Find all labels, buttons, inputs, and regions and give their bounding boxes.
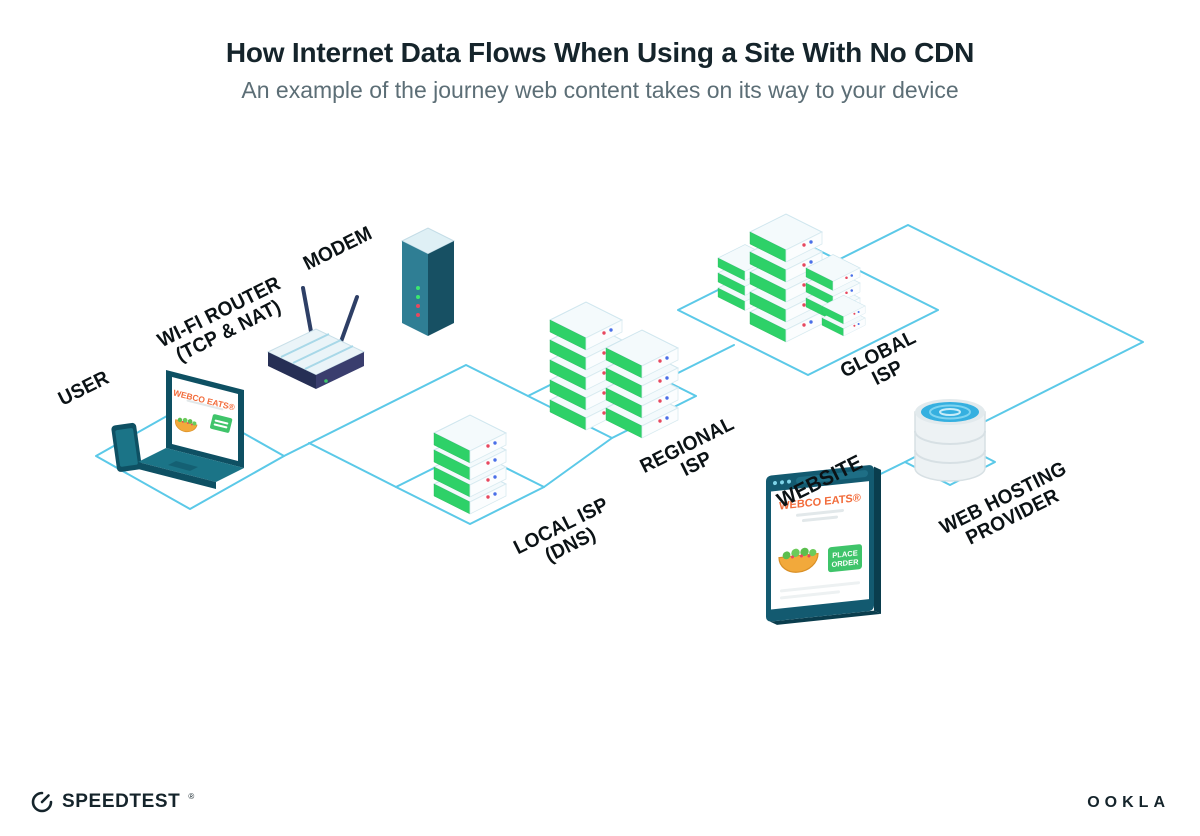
laptop-keyboard bbox=[138, 448, 244, 482]
branch-to-local-isp-line bbox=[308, 442, 397, 488]
router-front-right bbox=[316, 352, 364, 389]
modem-front bbox=[402, 241, 428, 336]
global-to-hosting-line bbox=[837, 224, 1144, 440]
modem-icon bbox=[400, 227, 456, 336]
place-order-button: PLACE ORDER bbox=[828, 544, 862, 573]
wifi-router-icon bbox=[266, 286, 366, 389]
router-front-left bbox=[268, 352, 316, 389]
svg-text:PLACE: PLACE bbox=[832, 548, 857, 560]
modem-side bbox=[428, 241, 454, 336]
page-title: How Internet Data Flows When Using a Sit… bbox=[225, 37, 975, 68]
ookla-logo: OOKLA bbox=[1087, 794, 1170, 811]
phone-icon bbox=[111, 422, 142, 472]
local-isp-servers-icon bbox=[433, 414, 507, 515]
svg-text:ORDER: ORDER bbox=[831, 557, 859, 569]
website-browser-icon: WEBCO EATS® PLACE ORDER bbox=[766, 465, 881, 625]
browser-url-bar bbox=[796, 470, 868, 484]
local-to-regional-line bbox=[543, 437, 613, 488]
speedtest-gauge-icon bbox=[31, 791, 53, 813]
laptop-order-button bbox=[210, 414, 233, 433]
laptop-base-edge bbox=[138, 462, 216, 489]
speedtest-logo: SPEEDTEST ® bbox=[30, 790, 194, 814]
laptop-screen bbox=[172, 377, 238, 461]
database-icon bbox=[914, 399, 986, 482]
global-isp-servers-icon bbox=[717, 213, 866, 343]
speedtest-trademark: ® bbox=[188, 791, 195, 801]
laptop-icon: WEBCO EATS® bbox=[111, 370, 244, 489]
user-to-regional-line bbox=[283, 364, 529, 457]
page-subtitle: An example of the journey web content ta… bbox=[241, 77, 959, 103]
laptop-trackpad bbox=[168, 461, 198, 471]
regional-isp-servers-icon bbox=[549, 301, 679, 439]
browser-page bbox=[771, 481, 869, 610]
speedtest-wordmark: SPEEDTEST bbox=[62, 791, 181, 812]
